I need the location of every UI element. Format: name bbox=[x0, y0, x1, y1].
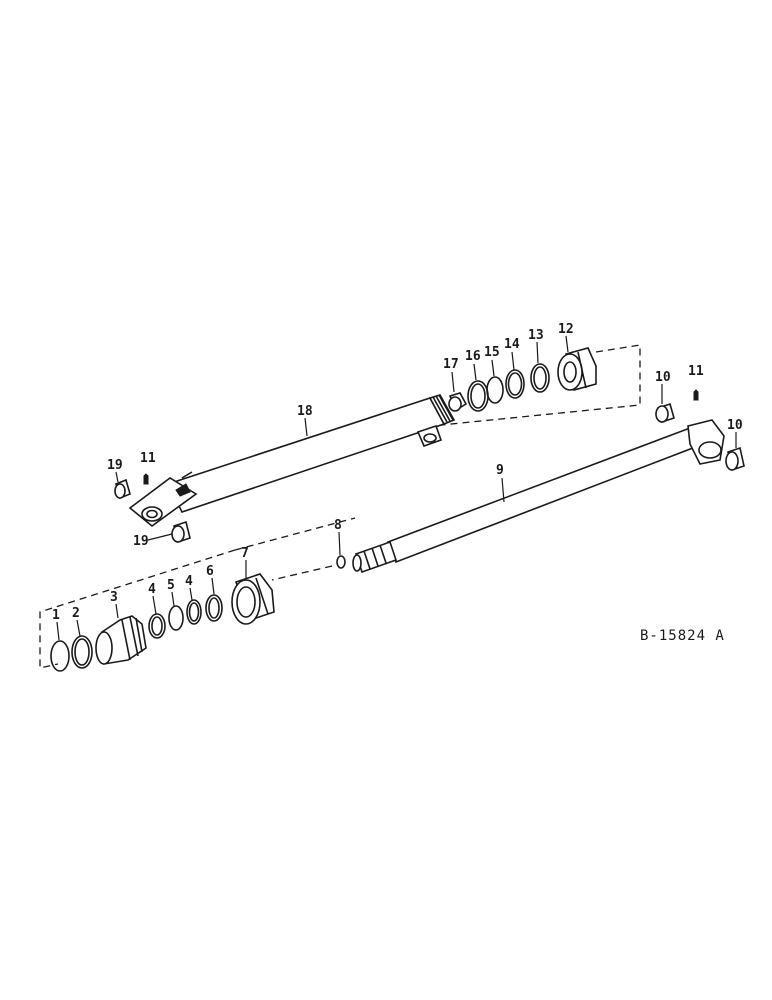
callout-5: 5 bbox=[167, 578, 175, 593]
callout-8: 8 bbox=[334, 518, 342, 533]
pins-bushings bbox=[114, 389, 745, 544]
lower-seal-parts bbox=[50, 555, 346, 672]
callout-9: 9 bbox=[496, 463, 504, 478]
callout-19b: 19 bbox=[133, 534, 149, 549]
callout-17: 17 bbox=[443, 357, 459, 372]
callout-11b: 11 bbox=[140, 451, 156, 466]
callout-labels: 1 2 3 4 5 4 6 7 8 9 10 10 11 11 12 13 14… bbox=[52, 322, 743, 623]
callout-11a: 11 bbox=[688, 364, 704, 379]
assembly-dashed-lines bbox=[39, 344, 641, 669]
callout-12: 12 bbox=[558, 322, 574, 337]
callout-1: 1 bbox=[52, 608, 60, 623]
upper-seal-parts bbox=[448, 347, 597, 412]
piston-rod bbox=[352, 419, 725, 574]
callout-4b: 4 bbox=[185, 574, 193, 589]
callout-10b: 10 bbox=[727, 418, 743, 433]
callout-13: 13 bbox=[528, 328, 544, 343]
callout-14: 14 bbox=[504, 337, 520, 352]
callout-7: 7 bbox=[241, 546, 249, 561]
leader-lines bbox=[56, 335, 737, 641]
callout-18: 18 bbox=[297, 404, 313, 419]
callout-6: 6 bbox=[206, 564, 214, 579]
cylinder-barrel bbox=[128, 394, 456, 528]
callout-10a: 10 bbox=[655, 370, 671, 385]
callout-2: 2 bbox=[72, 606, 80, 621]
callout-19a: 19 bbox=[107, 458, 123, 473]
callout-16: 16 bbox=[465, 349, 481, 364]
callout-4a: 4 bbox=[148, 582, 156, 597]
callout-3: 3 bbox=[110, 590, 118, 605]
drawing-code: B-15824 A bbox=[640, 628, 725, 644]
callout-15: 15 bbox=[484, 345, 500, 360]
